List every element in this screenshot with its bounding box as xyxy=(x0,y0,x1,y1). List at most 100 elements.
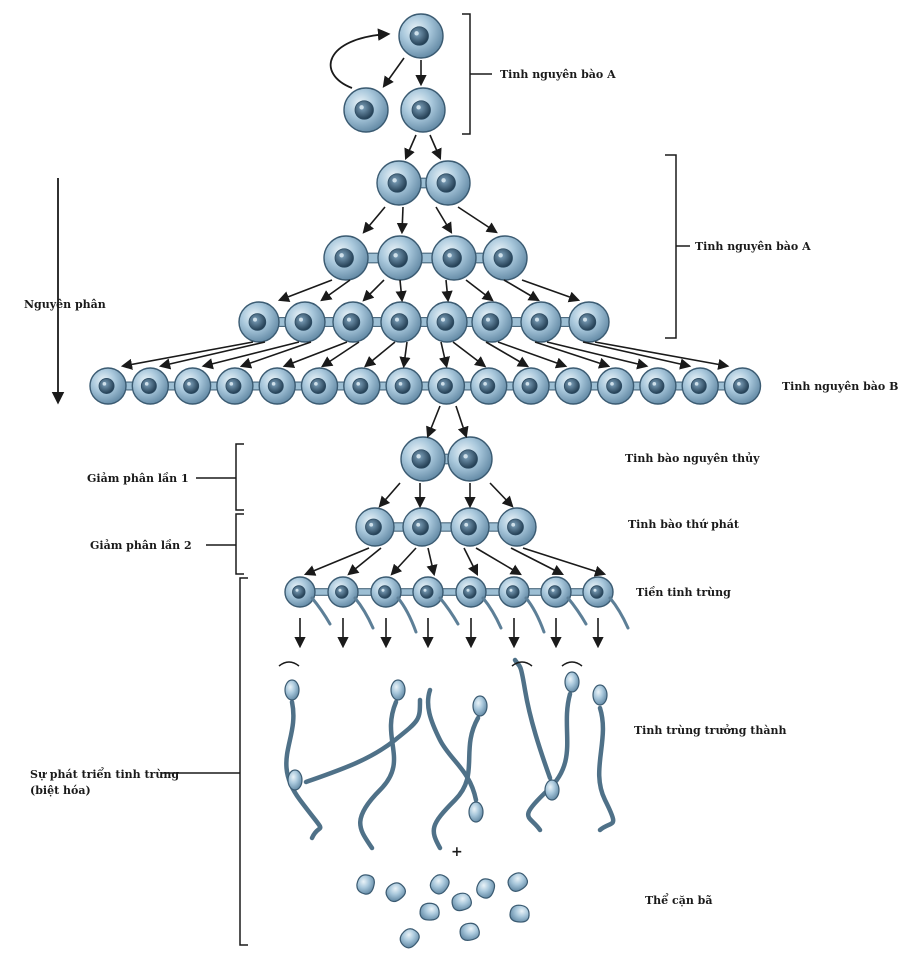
division-arrow xyxy=(503,279,540,302)
spermatogonium-a-cell xyxy=(284,301,326,343)
arrows-group xyxy=(120,57,730,649)
spermatid-tail xyxy=(524,596,546,634)
residual-body xyxy=(509,904,530,923)
division-arrow xyxy=(404,134,417,161)
bracket-meiosis-2 xyxy=(235,513,244,575)
spermatogonium-a-cell xyxy=(400,87,446,133)
label-meiosis-1: Giảm phân lần 1 xyxy=(87,472,189,485)
spermatid-tail xyxy=(566,596,588,626)
residual-body xyxy=(419,902,440,921)
residual-body xyxy=(356,874,375,895)
spermatogonium-b-cell xyxy=(512,367,550,405)
residual-body xyxy=(451,892,472,912)
spermatid-cell xyxy=(412,576,444,608)
division-arrow xyxy=(457,206,498,234)
spermatogonium-b-cell xyxy=(554,367,592,405)
mature-sperm-group xyxy=(278,657,616,851)
division-arrow xyxy=(396,206,408,235)
bracket-spermatogonia-a-top xyxy=(462,13,471,135)
spermatid-tail xyxy=(396,596,418,634)
secondary-spermatocyte-cell xyxy=(450,507,490,547)
spermatogonium-b-cell xyxy=(258,367,296,405)
spermatogonium-a-cell xyxy=(376,160,422,206)
spermatid-tail xyxy=(481,596,503,630)
division-arrow xyxy=(426,547,438,577)
spermatogonium-b-cell xyxy=(216,367,254,405)
spermatid-cell xyxy=(284,576,316,608)
division-arrow xyxy=(363,341,396,368)
division-arrow xyxy=(582,341,692,370)
division-arrow xyxy=(594,341,730,370)
residual-body xyxy=(459,922,480,941)
division-arrow xyxy=(465,279,494,302)
cells-group xyxy=(89,13,762,634)
division-arrow xyxy=(347,547,382,576)
label-primary-spermatocyte: Tinh bào nguyên thủy xyxy=(625,452,760,465)
spermatid-tail xyxy=(438,596,460,626)
brackets xyxy=(162,13,690,946)
spermatid-cell xyxy=(498,576,530,608)
spermatid-cell xyxy=(370,576,402,608)
spermatogonium-a-cell xyxy=(482,235,528,281)
spermatid-cell xyxy=(455,576,487,608)
spermatogonium-b-cell xyxy=(385,367,423,405)
spermatogonium-a-cell xyxy=(471,301,513,343)
division-arrow xyxy=(239,341,312,369)
division-arrow xyxy=(441,279,453,303)
residual-body xyxy=(385,882,406,903)
mature-sperm xyxy=(592,684,616,833)
label-spermiogenesis-line2: (biệt hóa) xyxy=(30,784,91,797)
spermatogonium-b-cell xyxy=(639,367,677,405)
spermatogonium-b-cell xyxy=(343,367,381,405)
label-spermatogonia-a-mid: Tinh nguyên bào A xyxy=(695,240,811,253)
division-arrow xyxy=(463,547,479,577)
spermatogonium-b-cell xyxy=(131,367,170,405)
bracket-spermiogenesis xyxy=(239,577,248,946)
spermatogonium-b-cell xyxy=(470,367,508,405)
division-arrow xyxy=(426,405,441,439)
division-arrow xyxy=(395,279,407,303)
label-secondary-spermatocyte: Tinh bào thứ phát xyxy=(628,518,740,531)
division-arrow xyxy=(510,547,564,576)
spermatid-cell xyxy=(582,576,614,608)
mature-sperm xyxy=(287,697,423,791)
spermatid-tail xyxy=(353,596,375,630)
division-arrow xyxy=(320,279,351,302)
division-arrow xyxy=(534,341,611,369)
bracket-meiosis-1 xyxy=(235,443,244,511)
spermatogonium-a-cell xyxy=(568,301,610,343)
mature-sperm xyxy=(358,679,406,851)
division-arrow xyxy=(435,206,453,234)
primary-spermatocyte-cell xyxy=(400,436,446,482)
spermatogonium-b-cell xyxy=(173,367,212,405)
division-arrow xyxy=(489,482,514,508)
division-arrow xyxy=(201,341,300,370)
division-arrow xyxy=(158,341,266,370)
division-arrow xyxy=(382,57,405,88)
division-arrow xyxy=(282,341,348,369)
division-arrow xyxy=(497,341,568,369)
spermatogonium-b-cell xyxy=(723,367,762,405)
residual-bodies-group xyxy=(356,872,530,949)
residual-body xyxy=(399,928,420,949)
label-mitosis: Nguyên phân xyxy=(24,298,106,311)
secondary-spermatocyte-cell xyxy=(497,507,537,547)
spermatogonium-a-cell xyxy=(323,235,369,281)
division-arrow xyxy=(521,279,581,303)
label-meiosis-2: Giảm phân lần 2 xyxy=(90,539,192,552)
mature-sperm xyxy=(525,671,580,833)
division-arrow xyxy=(455,405,469,439)
plus-sign: + xyxy=(451,844,463,860)
residual-body xyxy=(476,878,496,899)
division-arrow xyxy=(546,341,649,370)
spermatogonium-a-cell xyxy=(380,301,422,343)
division-arrow xyxy=(452,341,487,368)
spermatogonium-b-cell xyxy=(300,367,339,405)
label-spermiogenesis-line1: Sự phát triển tinh trùng xyxy=(30,767,179,781)
membrane-remnant xyxy=(511,661,533,667)
spermatogonium-a-cell xyxy=(377,235,423,281)
self-renewal-arrow xyxy=(329,28,391,89)
spermatogonium-a-cell xyxy=(426,301,468,343)
division-arrow xyxy=(485,341,530,368)
